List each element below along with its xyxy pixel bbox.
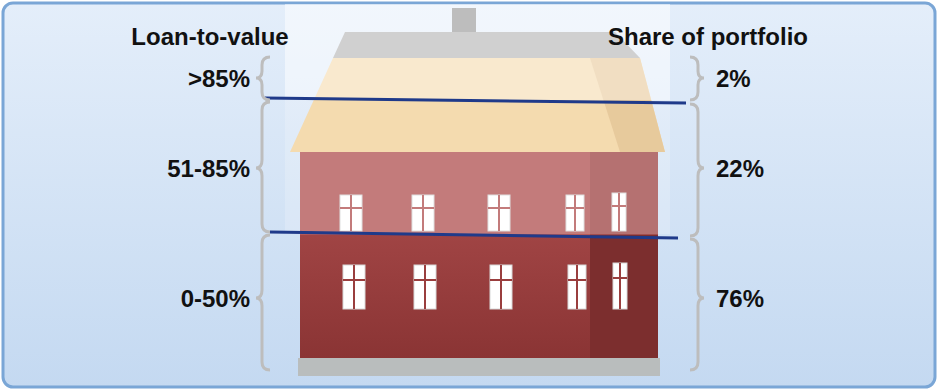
divider-line [265,98,686,103]
share-value: 2% [716,65,751,92]
wall-side-lower [590,235,658,360]
window-bars-lower [343,263,627,309]
ltv-range: 51-85% [167,155,250,182]
ltv-range: >85% [188,65,250,92]
ltv-range: 0-50% [181,285,250,312]
windows-lower [343,263,627,309]
panel [3,3,935,387]
fade-top [285,4,670,100]
column-heading: Share of portfolio [608,23,808,50]
fade-middle [285,100,670,234]
foundation [298,358,660,376]
brace [256,57,270,370]
divider-line [270,232,678,238]
wall-lower [300,235,590,360]
column-heading: Loan-to-value [131,23,288,50]
share-value: 22% [716,155,764,182]
share-value: 76% [716,285,764,312]
brace [690,57,704,370]
